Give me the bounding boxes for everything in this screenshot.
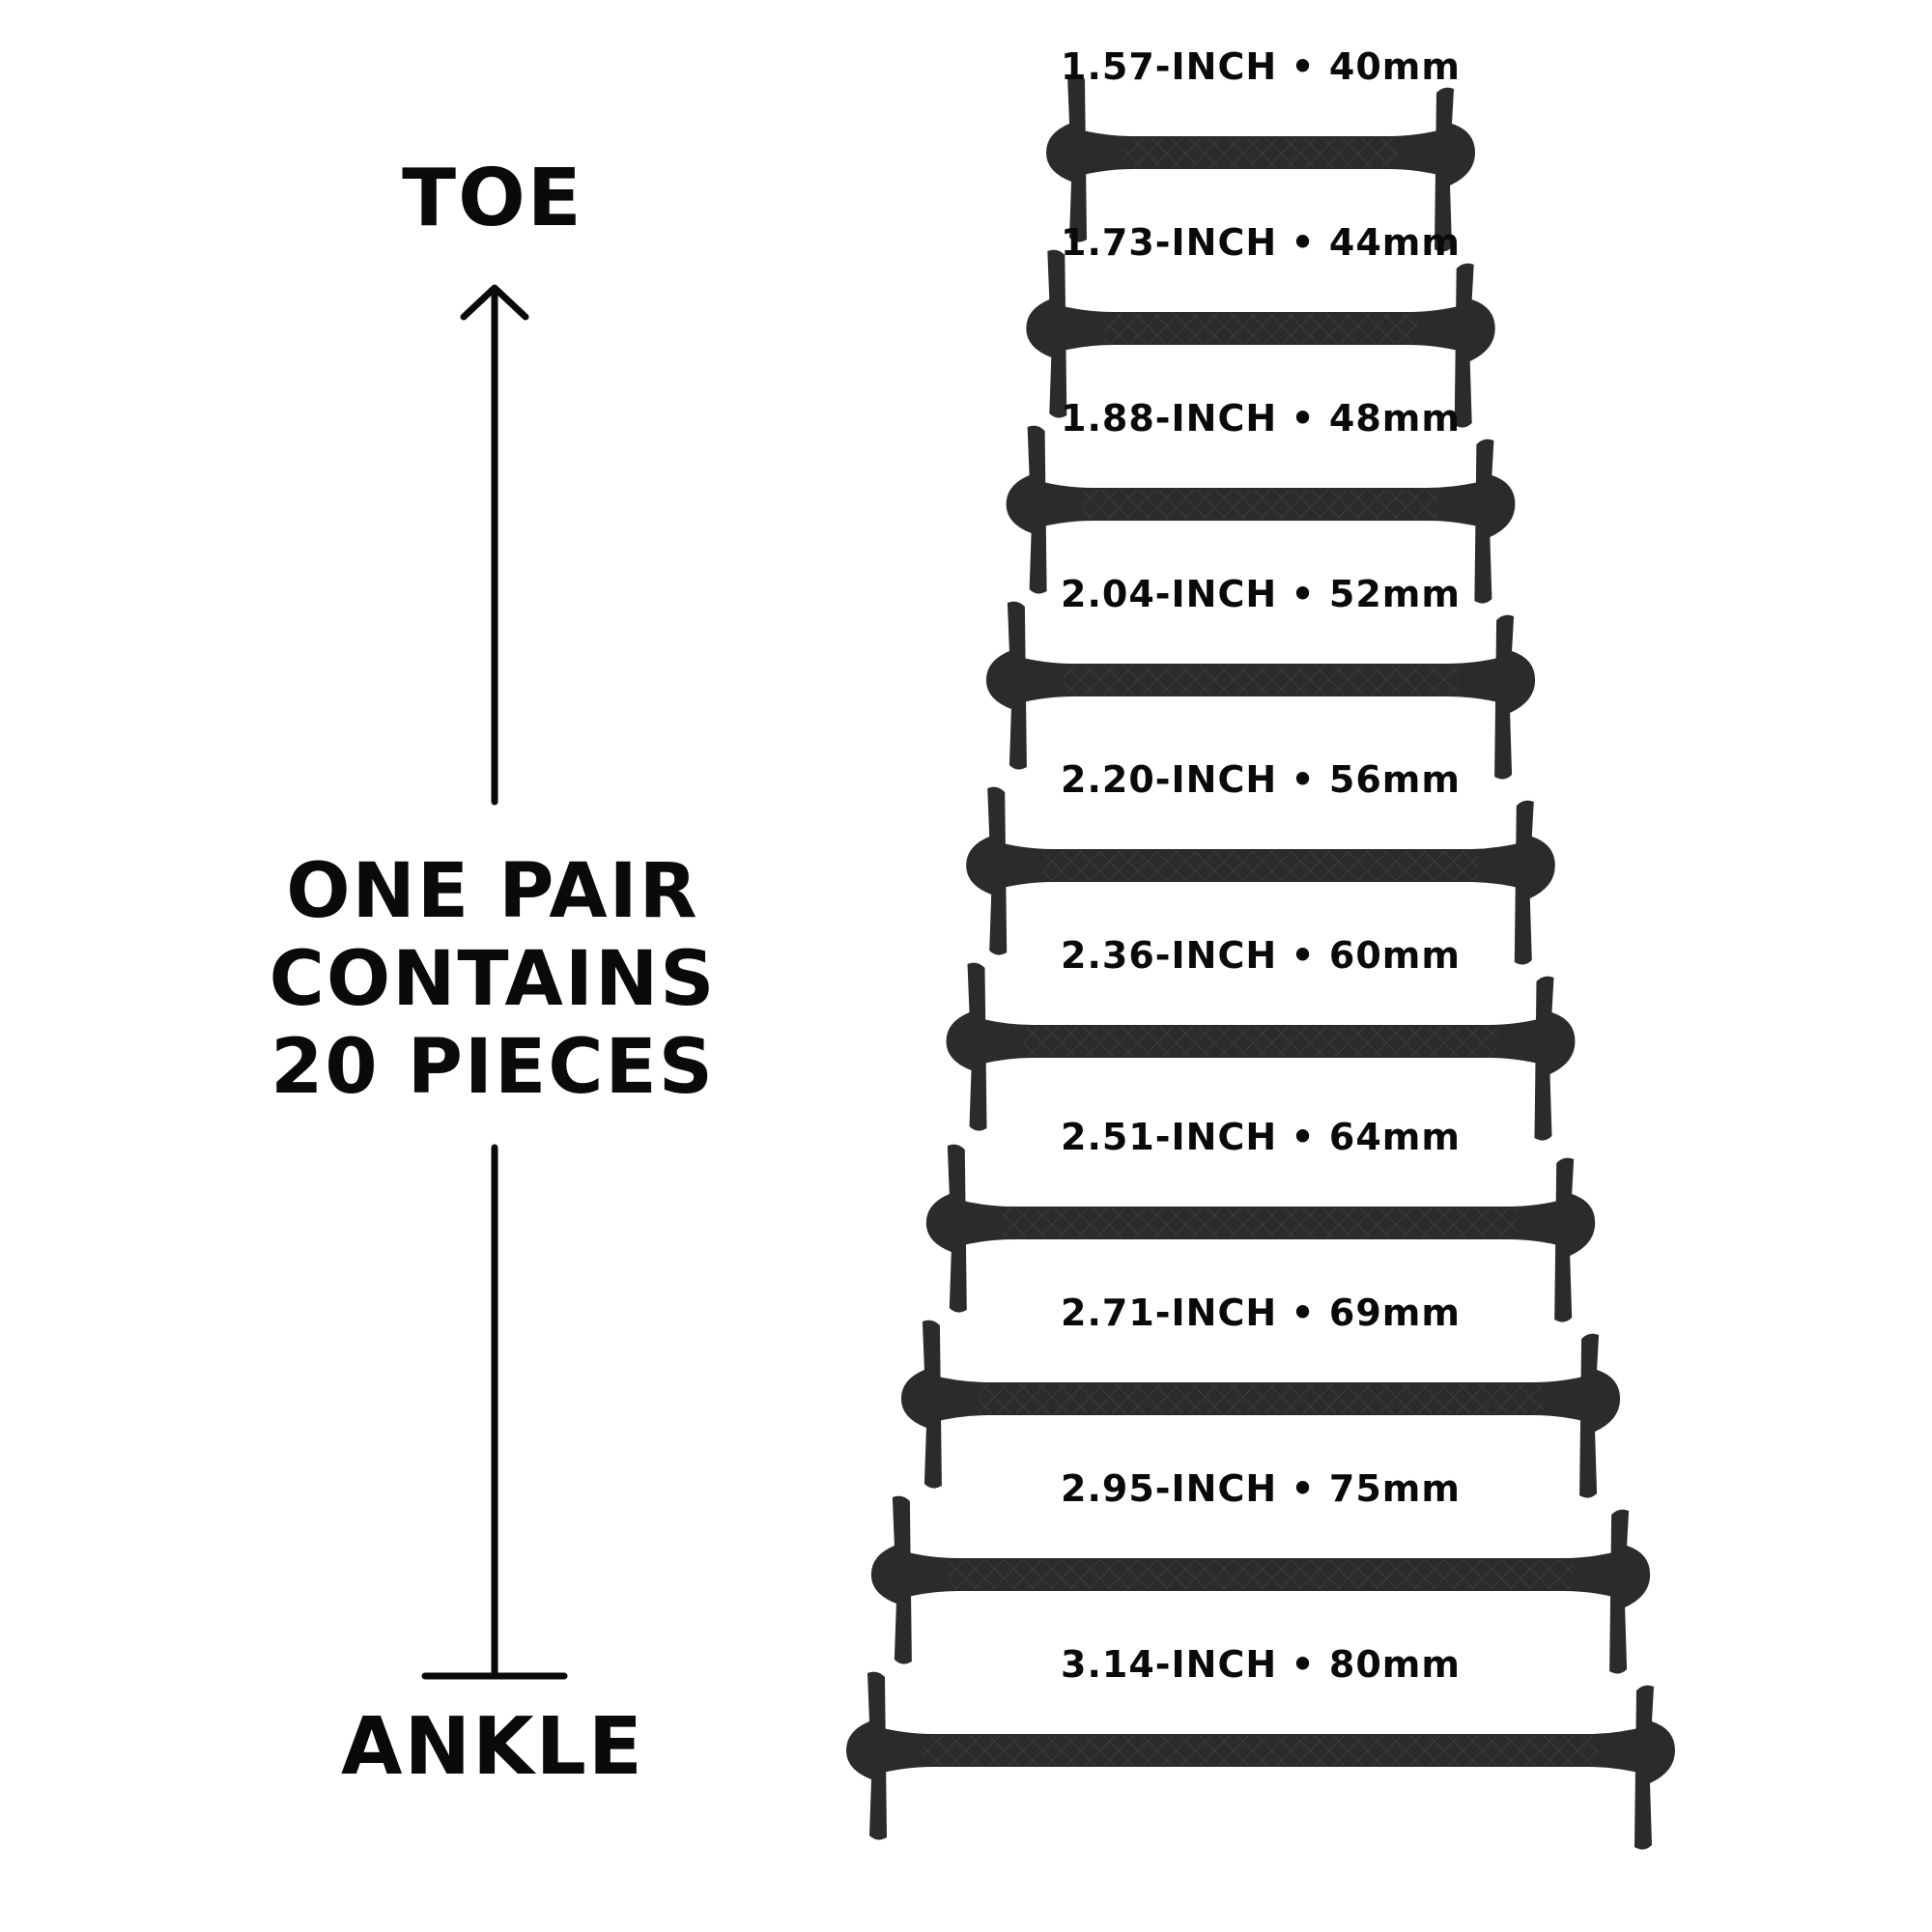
lace-end-right [1534, 976, 1576, 1141]
lace-size-label-9: 2.95-INCH • 75mm [1061, 1467, 1461, 1510]
arrow-head [460, 284, 529, 321]
lace-end-left [966, 786, 1008, 955]
lace-piece-2 [1026, 249, 1495, 428]
lace-size-label-4: 2.04-INCH • 52mm [1061, 573, 1461, 615]
lace-end-left [946, 962, 987, 1131]
lace-texture [978, 1384, 1544, 1413]
lace-end-right [1514, 800, 1555, 965]
lace-size-label-8: 2.71-INCH • 69mm [1061, 1292, 1461, 1334]
lace-piece-6 [946, 962, 1576, 1141]
pack-count-line-1: ONE PAIR [286, 848, 699, 935]
toe-label: TOE [402, 153, 583, 244]
lace-piece-4 [985, 601, 1536, 780]
lace-end-right [1494, 614, 1536, 780]
lace-piece-3 [1006, 425, 1516, 604]
lace-end-left [1006, 425, 1047, 594]
lace-texture [1043, 851, 1478, 880]
lace-piece-10 [846, 1671, 1675, 1850]
lace-piece-5 [966, 786, 1555, 965]
lace-end-right [1634, 1685, 1675, 1850]
lace-size-label-10: 3.14-INCH • 80mm [1061, 1643, 1461, 1686]
lace-piece-1 [1046, 73, 1475, 252]
lace-texture [948, 1560, 1574, 1589]
lace-size-label-7: 2.51-INCH • 64mm [1061, 1116, 1461, 1158]
lace-end-left [985, 601, 1027, 770]
lace-size-label-5: 2.20-INCH • 56mm [1061, 758, 1461, 801]
lace-piece-7 [925, 1144, 1596, 1322]
lace-texture [1083, 490, 1438, 519]
lace-texture [923, 1736, 1598, 1765]
lace-end-right [1554, 1157, 1596, 1322]
lace-piece-9 [870, 1495, 1651, 1674]
lace-end-left [925, 1144, 967, 1313]
lace-size-label-2: 1.73-INCH • 44mm [1061, 221, 1461, 264]
lace-end-left [1046, 73, 1087, 242]
lace-size-label-3: 1.88-INCH • 48mm [1061, 397, 1461, 440]
lace-end-left [1026, 249, 1067, 418]
lace-texture [1103, 314, 1418, 343]
pack-count-text: ONE PAIR CONTAINS 20 PIECES [232, 848, 753, 1112]
pack-count-line-3: 20 PIECES [270, 1024, 715, 1111]
lace-end-right [1454, 263, 1495, 428]
lace-size-label-1: 1.57-INCH • 40mm [1061, 45, 1461, 88]
lace-size-label-6: 2.36-INCH • 60mm [1061, 934, 1461, 977]
lace-end-left [900, 1320, 942, 1489]
lace-end-right [1579, 1333, 1621, 1498]
lace-texture [1003, 1208, 1519, 1237]
lace-end-right [1609, 1509, 1651, 1674]
ankle-label: ANKLE [341, 1701, 644, 1793]
lace-texture [1063, 666, 1459, 695]
lace-end-right [1474, 439, 1516, 604]
lace-end-left [846, 1671, 887, 1840]
lace-end-right [1435, 87, 1475, 252]
pack-count-line-2: CONTAINS [269, 936, 717, 1023]
lace-piece-8 [900, 1320, 1621, 1498]
lace-end-left [870, 1495, 912, 1664]
lace-texture [1023, 1027, 1498, 1056]
lace-texture [1123, 138, 1398, 167]
